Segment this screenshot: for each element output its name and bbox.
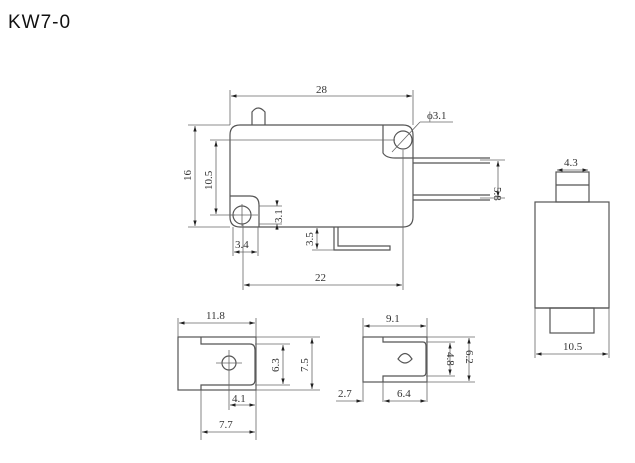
dim-height: 16: [182, 170, 194, 182]
dim-terminal-a-width: 11.8: [206, 310, 225, 322]
dim-terminal-a-hole-offset: 4.1: [232, 393, 246, 405]
dim-overall-length: 28: [316, 84, 328, 96]
end-view: 4.3 10.5: [534, 157, 610, 358]
dim-terminal-pitch: 5.8: [491, 187, 503, 201]
dim-terminal-b-left-offset: 2.7: [338, 388, 352, 400]
dim-hole-spacing-h: 22: [315, 272, 326, 284]
dim-mount-hole-dia: ϕ3.1: [427, 110, 447, 122]
dim-terminal-b-tab: 6.4: [397, 388, 411, 400]
terminal-a-view: 11.8 6.3 7.5 4.1 7.7: [177, 310, 320, 440]
dim-terminal-b-slot: 4.8: [444, 352, 456, 366]
dim-plunger-width: 4.3: [564, 157, 578, 169]
dim-terminal-a-slot: 6.3: [270, 358, 282, 372]
model-title: KW7-0: [8, 12, 72, 33]
terminal-b-view: 9.1 4.8 6.2 2.7 6.4: [336, 313, 475, 403]
dim-terminal-b-height: 6.2: [463, 350, 475, 364]
dim-terminal-a-height: 7.5: [299, 358, 311, 372]
dim-terminal-b-width: 9.1: [386, 313, 400, 325]
dim-lever-offset: 3.5: [304, 232, 316, 246]
side-view: 28 ϕ3.1 16 10.5 3.1 3.4 3.5 22: [182, 84, 505, 290]
dim-hole-dia-small: 3.1: [273, 209, 285, 223]
dim-terminal-a-tab: 7.7: [219, 419, 233, 431]
dim-body-width: 10.5: [563, 341, 583, 353]
dim-hole-spacing-v: 10.5: [203, 170, 215, 190]
dim-hole-offset-x: 3.4: [235, 239, 249, 251]
